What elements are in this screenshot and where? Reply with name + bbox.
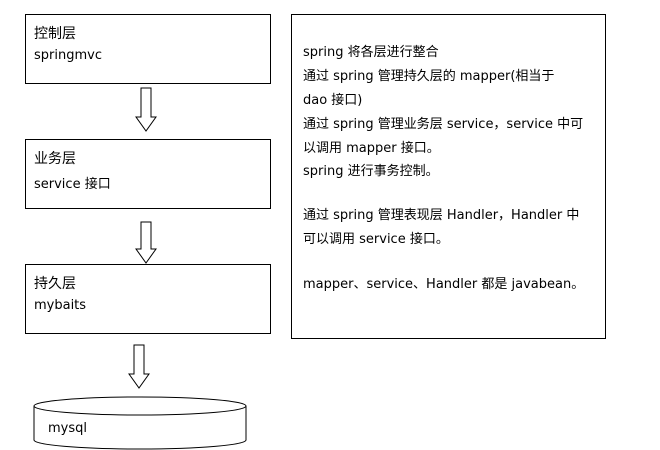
note-line: spring 进行事务控制。: [303, 164, 439, 179]
layer-box-control: 控制层 springmvc: [25, 14, 271, 84]
layer-title: 控制层: [34, 26, 76, 42]
layer-subtitle: mybaits: [34, 298, 87, 313]
layer-box-business: 业务层 service 接口: [25, 139, 271, 209]
layer-title: 业务层: [34, 151, 76, 167]
down-arrow-icon: [135, 87, 157, 132]
note-line: 通过 spring 管理持久层的 mapper(相当于: [303, 69, 555, 84]
note-line: 可以调用 service 接口。: [303, 232, 449, 247]
layer-title: 持久层: [34, 276, 76, 292]
layer-box-persistence: 持久层 mybaits: [25, 264, 271, 334]
layer-subtitle: springmvc: [34, 48, 102, 63]
note-line: 通过 spring 管理表现层 Handler，Handler 中: [303, 208, 580, 223]
database-label: mysql: [48, 421, 87, 436]
layer-subtitle: service 接口: [34, 177, 111, 192]
database-cylinder-icon: [33, 396, 247, 450]
note-line: 以调用 mapper 接口。: [303, 141, 440, 156]
note-line: 通过 spring 管理业务层 service，service 中可: [303, 117, 584, 132]
notes-box: spring 将各层进行整合 通过 spring 管理持久层的 mapper(相…: [291, 14, 606, 339]
note-line: dao 接口): [303, 93, 363, 108]
down-arrow-icon: [135, 221, 157, 264]
note-line: mapper、service、Handler 都是 javabean。: [303, 277, 585, 292]
note-line: spring 将各层进行整合: [303, 45, 439, 60]
down-arrow-icon: [128, 344, 150, 389]
